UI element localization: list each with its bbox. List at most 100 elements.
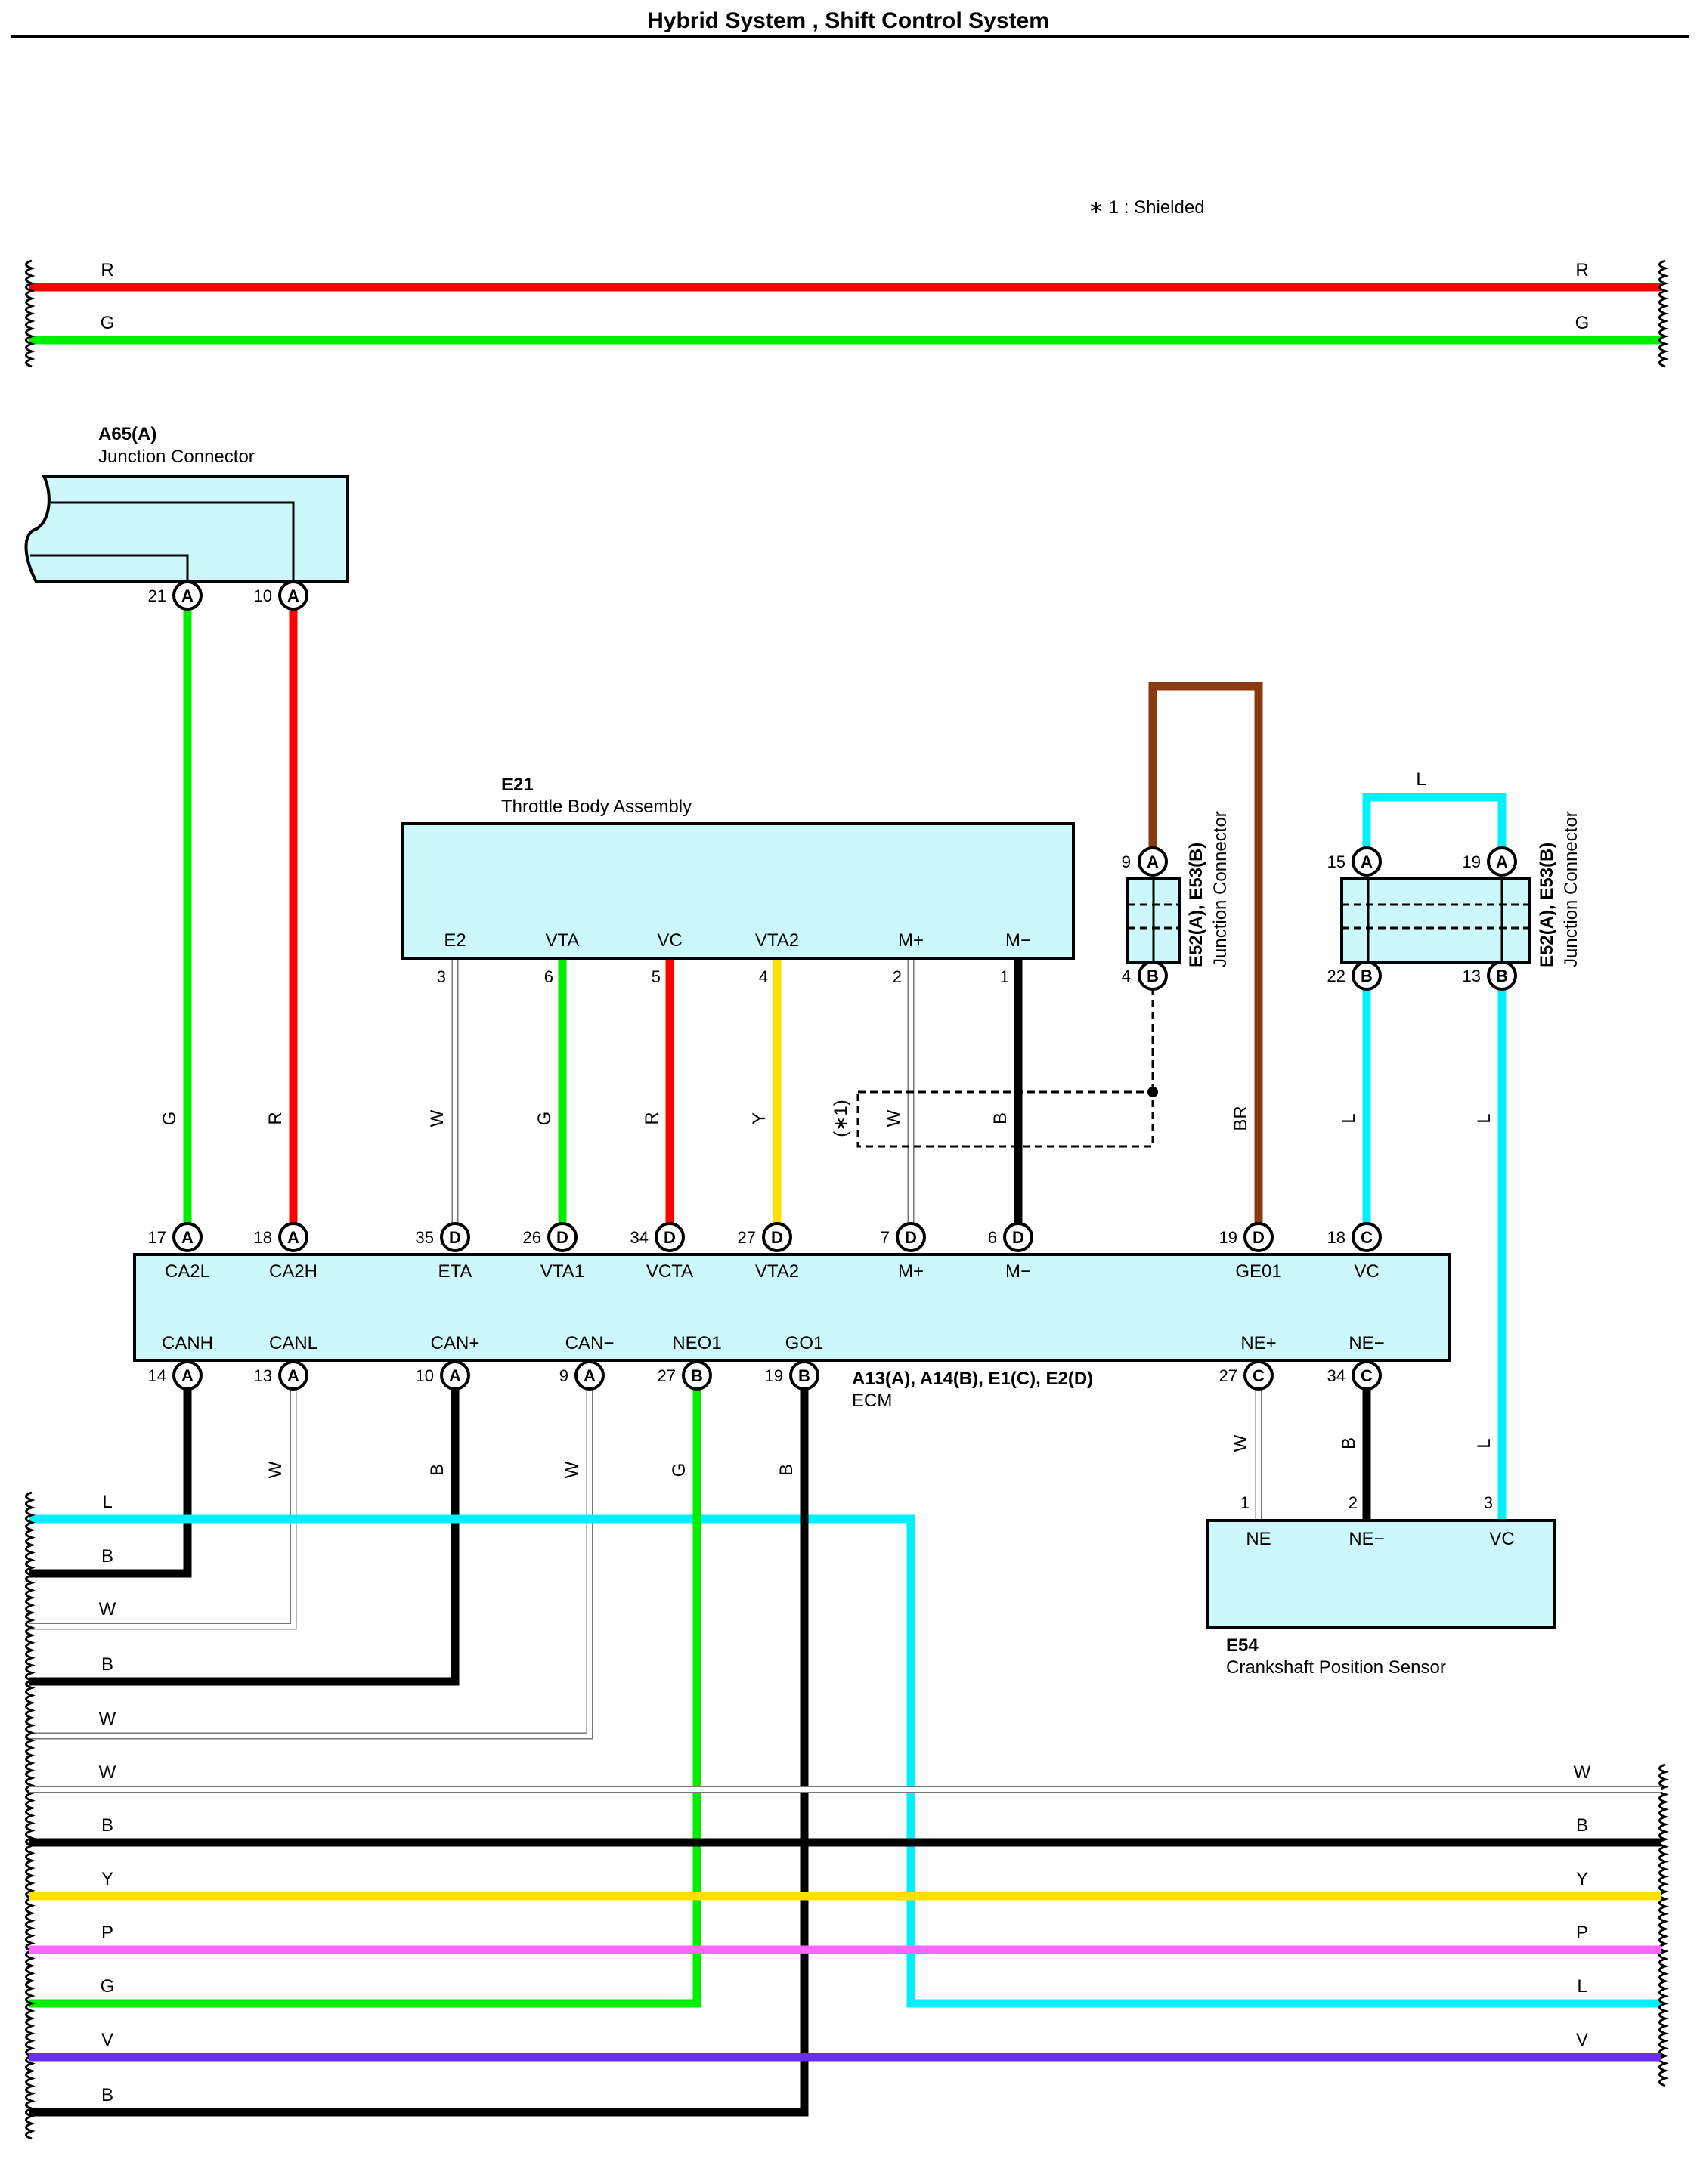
wire-ge01	[1148, 682, 1263, 1237]
e54-name: Crankshaft Position Sensor	[1226, 1657, 1446, 1678]
e21-term-1: VTA	[546, 930, 580, 951]
e54-code: E54	[1226, 1635, 1259, 1656]
top-bus-label-right-0: R	[1575, 260, 1588, 280]
ecm-bottom-pin-6-circle	[1243, 1360, 1274, 1391]
jc-left-name: Junction Connector	[1210, 811, 1231, 967]
bottom-bus-label-left-7: Y	[101, 1869, 113, 1889]
ecm-bottom-pin-2-circle	[440, 1360, 470, 1391]
wire-label-mminus: B	[990, 1112, 1011, 1124]
bottom-bus-label-left-4: W	[99, 1709, 116, 1729]
ecm-bottom-pin-num-3: 9	[559, 1366, 568, 1385]
jc-left-pin-num-1: 4	[1122, 967, 1131, 985]
e54-pin-num-0: 1	[1240, 1493, 1250, 1512]
a65-pin-0-circle	[172, 580, 203, 611]
jc-left-pin-num-0: 9	[1122, 852, 1131, 871]
wire-label-canl: W	[265, 1461, 286, 1478]
ecm-top-pin-4-circle	[655, 1222, 685, 1252]
jc-left-code: E52(A), E53(B)	[1186, 843, 1206, 967]
e21-pin-num-0: 3	[437, 967, 446, 986]
jc-right-pin-3-letter: B	[1496, 967, 1508, 985]
ecm-bottom-pin-0-circle	[172, 1360, 203, 1391]
top-bus-label-left-0: R	[101, 260, 113, 280]
ecm-top-pin-7-circle	[1003, 1222, 1033, 1252]
e21-box	[401, 822, 1075, 960]
a65-pin-num-1: 10	[254, 586, 272, 605]
bottom-bus-label-left-1: B	[101, 1546, 113, 1567]
ecm-top-pin-0-circle	[172, 1222, 203, 1252]
ecm-bottom-pin-6-letter: C	[1253, 1366, 1265, 1385]
e54-box	[1206, 1519, 1556, 1629]
bottom-bus-label-left-11: B	[101, 2085, 113, 2105]
e21-pin-num-5: 1	[1000, 967, 1009, 986]
wire-label-canplus: B	[427, 1464, 447, 1476]
e21-term-0: E2	[444, 930, 466, 951]
wire-label-e54vc: L	[1474, 1438, 1494, 1448]
e21-pin-num-1: 6	[544, 967, 553, 986]
a65-junction-connector: A65(A) Junction Connector	[24, 424, 349, 586]
ecm-bottom-term-6: NE+	[1240, 1333, 1276, 1353]
wire-label-neminus: B	[1339, 1437, 1359, 1449]
ecm-name: ECM	[852, 1391, 892, 1411]
wire-label-canminus: W	[562, 1461, 582, 1478]
a65-pin-num-0: 21	[148, 586, 166, 605]
ecm-bottom-term-2: CAN+	[431, 1333, 480, 1353]
junction-connector-right: E52(A), E53(B) Junction Connector	[1340, 811, 1581, 967]
bottom-bus-label-left-9: G	[101, 1976, 115, 1997]
wire-l-crossover	[29, 1514, 1661, 2008]
ecm-bottom-pin-num-0: 14	[148, 1366, 166, 1385]
ecm-code: A13(A), A14(B), E1(C), E2(D)	[852, 1369, 1093, 1389]
jc-left-pin-0-circle	[1138, 846, 1168, 877]
wire-label-ge01: BR	[1231, 1106, 1251, 1131]
ecm-bottom-pin-num-2: 10	[416, 1366, 434, 1385]
shielded-note: ∗ 1 : Shielded	[1088, 197, 1205, 218]
e54-pin-num-1: 2	[1349, 1493, 1358, 1512]
top-bus-label-right-1: G	[1575, 313, 1590, 333]
ecm-top-pin-num-2: 35	[416, 1228, 434, 1247]
wire-label-vcta: R	[642, 1112, 662, 1124]
e54-crankshaft-position-sensor: E54 Crankshaft Position Sensor	[1206, 1519, 1556, 1678]
ecm-top-term-8: GE01	[1235, 1261, 1281, 1282]
a65-internal-line-10	[51, 501, 295, 586]
ecm-top-pin-num-4: 34	[630, 1228, 649, 1247]
bus-layer	[25, 259, 1669, 2140]
e54-term-1: NE−	[1349, 1529, 1384, 1549]
ecm-top-term-0: CA2L	[165, 1261, 210, 1282]
ecm-top-pin-5-circle	[762, 1222, 792, 1252]
bottom-bus-label-right-5: W	[1574, 1762, 1591, 1783]
ecm-top-pin-num-7: 6	[988, 1228, 997, 1247]
bottom-bus-label-left-3: B	[101, 1654, 113, 1675]
wire-label-shield: (∗1)	[831, 1100, 851, 1137]
wire-canplus	[29, 1375, 460, 1686]
wire-label-mplus: W	[884, 1109, 904, 1127]
bottom-bus-label-right-8: P	[1576, 1923, 1588, 1943]
e21-pin-num-4: 2	[893, 967, 902, 986]
top-bus-right-brace	[1658, 259, 1669, 368]
wire-label-ca2l: G	[159, 1112, 180, 1126]
ecm-bottom-pin-0-letter: A	[181, 1366, 194, 1385]
a65-pin-0-letter: A	[181, 586, 194, 605]
e21-throttle-body-assembly: E21 Throttle Body Assembly	[401, 775, 1075, 960]
ecm-top-pin-1-circle	[278, 1222, 308, 1252]
a65-pin-1-letter: A	[287, 586, 299, 605]
jc-right-pin-1-letter: A	[1496, 852, 1508, 871]
ecm-top-pin-9-letter: C	[1361, 1228, 1373, 1247]
bottom-bus-label-right-7: Y	[1576, 1869, 1588, 1889]
ecm-bottom-term-0: CANH	[162, 1333, 213, 1353]
ecm-bottom-term-7: NE−	[1349, 1333, 1384, 1353]
ecm-bottom-term-5: GO1	[785, 1333, 824, 1353]
ecm-bottom-pin-1-letter: A	[287, 1366, 299, 1385]
ecm-top-pin-0-letter: A	[181, 1228, 194, 1247]
ecm-top-term-9: VC	[1354, 1261, 1379, 1282]
ecm-top-pin-3-letter: D	[556, 1228, 568, 1247]
jc-right-pin-3-circle	[1487, 961, 1517, 991]
e21-term-2: VC	[657, 930, 682, 951]
wire-label-jc-top: L	[1416, 769, 1426, 790]
ecm-top-term-4: VCTA	[646, 1261, 693, 1282]
ecm-box	[133, 1253, 1451, 1362]
wire-neo1	[29, 1375, 701, 2008]
ecm-unit: A13(A), A14(B), E1(C), E2(D) ECM	[133, 1253, 1451, 1411]
bottom-bus-label-right-10: V	[1576, 2030, 1588, 2050]
e21-term-3: VTA2	[755, 930, 799, 951]
wire-label-neplus: W	[1231, 1434, 1251, 1452]
